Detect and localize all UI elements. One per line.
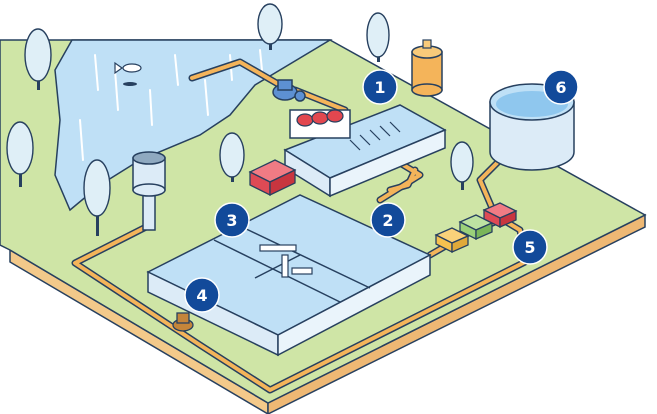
tree-icon: [366, 12, 390, 62]
fish-icon: [114, 61, 142, 86]
station-label-1: 1: [374, 78, 385, 97]
tree-icon: [24, 28, 52, 90]
station-label-3: 3: [226, 211, 237, 230]
water-tower-icon: [132, 151, 166, 231]
station-marker-4: [184, 277, 220, 313]
station-marker-6: [543, 69, 579, 105]
station-label-2: 2: [382, 211, 393, 230]
station-marker-3: [214, 202, 250, 238]
station-marker-1: [362, 69, 398, 105]
river: [54, 39, 333, 212]
station-label-4: 4: [196, 286, 207, 305]
control-panel-icon: [248, 159, 297, 197]
control-panel-icon: [482, 202, 518, 229]
pump-icon: [272, 79, 306, 102]
control-panel-icon: [434, 227, 470, 254]
tree-icon: [450, 141, 474, 190]
pump-icon: [296, 109, 344, 127]
station-label-5: 5: [524, 238, 535, 257]
screening-basin: [283, 104, 447, 198]
station-marker-2: [370, 202, 406, 238]
tree-icon: [6, 121, 34, 187]
fuel-silo-icon: [411, 39, 443, 97]
tree-icon: [83, 159, 111, 236]
station-marker-5: [512, 229, 548, 265]
trees: [6, 3, 474, 236]
control-panels: [434, 202, 518, 254]
tree-icon: [219, 132, 245, 182]
tree-icon: [257, 3, 283, 50]
valve-icon: [172, 312, 194, 332]
station-markers: 1 2 3 4 5 6: [184, 69, 579, 313]
station-label-6: 6: [555, 78, 566, 97]
